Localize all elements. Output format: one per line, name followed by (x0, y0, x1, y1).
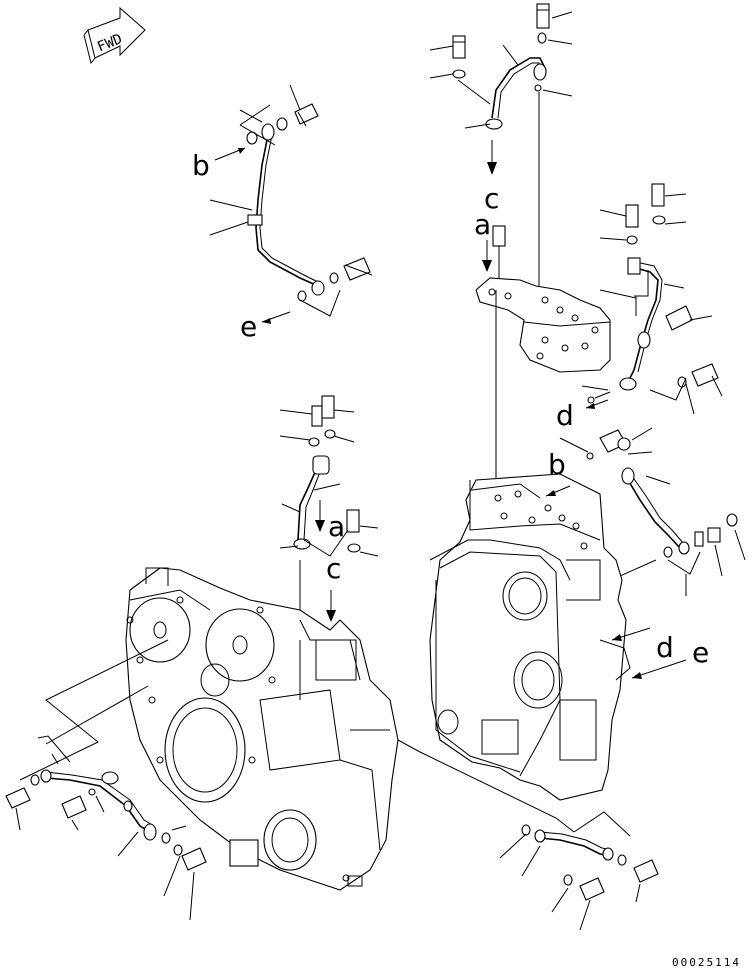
washer (663, 546, 673, 558)
lower-right-tube-assembly (299, 640, 659, 931)
cover-plate (229, 839, 259, 867)
bolt (691, 363, 719, 387)
control-valve-plate (475, 277, 611, 373)
banjo-fitting (637, 331, 651, 349)
washer (521, 824, 531, 836)
label-e: e (240, 310, 257, 343)
right-valve-tube-assembly (581, 183, 723, 415)
upper-left-tube-assembly (209, 84, 373, 324)
bolt (61, 795, 87, 819)
banjo-fitting (40, 769, 52, 783)
banjo-fitting (534, 829, 546, 843)
washer (452, 69, 466, 79)
washer (617, 854, 627, 866)
fitting (627, 257, 641, 275)
bolt (452, 35, 466, 59)
washer (276, 117, 288, 131)
washer (161, 832, 171, 844)
bolt (294, 103, 319, 127)
washer (347, 543, 361, 553)
arrow-e (631, 659, 687, 679)
arrow-d (585, 399, 609, 409)
washer (324, 429, 336, 439)
banjo-fitting (533, 63, 547, 81)
washer (30, 774, 40, 786)
banjo-fitting (485, 118, 503, 130)
bolt (579, 877, 605, 901)
washer (123, 800, 133, 812)
bolt (346, 509, 360, 533)
label-a: a (474, 208, 491, 241)
forward-arrow-icon: FWD (83, 6, 146, 65)
label-c-2: c (326, 552, 341, 585)
bolt (625, 204, 639, 228)
bolt (492, 225, 506, 290)
washer (308, 437, 320, 447)
arrow-a (326, 590, 336, 622)
label-d: d (556, 399, 574, 432)
part-number: 00025114 (672, 956, 741, 969)
bolt (321, 395, 335, 419)
plug (707, 527, 721, 543)
label-e-2: e (692, 636, 709, 669)
arrow-d (611, 627, 651, 641)
washer (563, 874, 573, 886)
bolt (651, 183, 665, 207)
o-ring (534, 84, 542, 92)
middle-tube-assembly (279, 395, 379, 640)
washer (652, 215, 666, 225)
bolt (5, 787, 31, 809)
arrow-a (482, 240, 492, 272)
bolt (181, 847, 207, 871)
upper-right-tube-assembly (429, 3, 573, 320)
flare-nut (621, 467, 635, 485)
banjo-fitting (293, 538, 311, 550)
flare-nut (678, 541, 690, 555)
label-c: c (484, 182, 499, 215)
arrow-b (214, 147, 246, 161)
washer (297, 290, 307, 302)
label-a-2: a (328, 510, 345, 543)
bolt (633, 859, 659, 883)
right-transmission-case (429, 290, 631, 801)
label-d-2: d (656, 631, 674, 664)
washer (726, 513, 738, 527)
o-ring (587, 396, 595, 404)
plug (101, 771, 119, 785)
washer (626, 235, 638, 245)
banjo-fitting (311, 280, 325, 296)
arrow-e (261, 311, 291, 324)
lower-left-tube-assembly (5, 639, 207, 921)
left-transmission-case (125, 567, 399, 891)
o-ring (586, 452, 594, 460)
label-b: b (192, 149, 210, 182)
adapter (694, 531, 704, 547)
o-ring (88, 788, 96, 796)
tube-clamp (247, 214, 263, 226)
banjo-fitting (312, 455, 330, 475)
washer (537, 32, 547, 44)
bolt (665, 305, 693, 331)
banjo-fitting (619, 377, 637, 391)
banjo-fitting (602, 847, 614, 861)
elbow-fitting (599, 429, 631, 453)
bolt (311, 405, 323, 427)
arrow-c (315, 520, 325, 532)
mid-right-tube-assembly (559, 427, 746, 596)
washer (677, 376, 687, 388)
bolt (536, 3, 550, 29)
banjo-fitting (261, 123, 275, 141)
washer (329, 272, 339, 284)
washer (173, 844, 183, 856)
label-b-2: b (548, 448, 566, 481)
banjo-fitting (143, 823, 157, 841)
arrow-b (545, 485, 571, 497)
arrow-c (487, 162, 497, 175)
